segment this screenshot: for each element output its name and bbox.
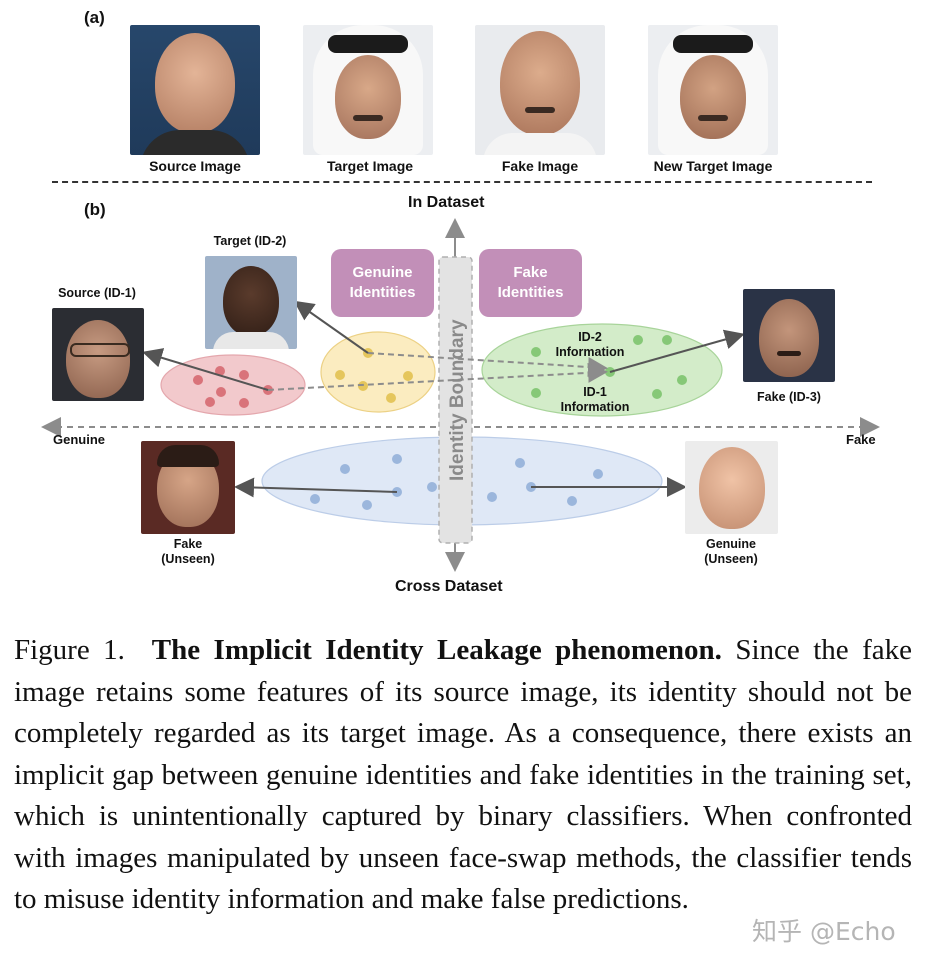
panel-b-letter: (b) bbox=[84, 200, 106, 219]
yellow-cluster bbox=[320, 331, 436, 413]
target-image-photo bbox=[303, 25, 433, 155]
source-image-photo bbox=[130, 25, 260, 155]
panel-separator bbox=[52, 181, 872, 183]
new-target-image-photo bbox=[648, 25, 778, 155]
watermark: 知乎 @Echo bbox=[752, 917, 896, 946]
source-id1-label: Source (ID-1) bbox=[58, 286, 136, 300]
arrow-to-source bbox=[142, 348, 269, 391]
id1-information-label: ID-1 Information bbox=[560, 385, 630, 414]
target-id2-photo bbox=[205, 256, 297, 349]
fake-unseen-label: Fake (Unseen) bbox=[161, 537, 215, 566]
target-id2-label: Target (ID-2) bbox=[213, 234, 287, 248]
genuine-unseen-label: Genuine (Unseen) bbox=[704, 537, 758, 566]
axis-left-label: Genuine bbox=[53, 432, 106, 447]
identity-boundary bbox=[438, 256, 473, 544]
axis-top-label: In Dataset bbox=[408, 194, 485, 211]
source-id1-photo bbox=[52, 308, 144, 401]
figure-1: (a) Source Image Target Image Fake Image… bbox=[41, 8, 880, 595]
fake-unseen-photo bbox=[141, 441, 235, 534]
genuine-unseen-photo bbox=[685, 441, 778, 534]
new-target-image-label: New Target Image bbox=[653, 158, 773, 174]
fake-id3-photo bbox=[743, 289, 835, 382]
source-image-label: Source Image bbox=[149, 158, 241, 174]
figure-caption: Figure 1. The Implicit Identity Leakage … bbox=[14, 630, 912, 921]
caption-prefix: Figure 1. bbox=[14, 634, 125, 666]
fake-id3-label: Fake (ID-3) bbox=[757, 390, 821, 404]
yellow-dots bbox=[335, 348, 413, 403]
red-cluster bbox=[160, 354, 306, 416]
caption-title: The Implicit Identity Leakage phenomenon… bbox=[151, 634, 722, 666]
fake-image-label: Fake Image bbox=[501, 158, 579, 174]
fake-identities-box: Fake Identities bbox=[479, 249, 582, 317]
identity-diagram bbox=[41, 218, 880, 572]
target-image-label: Target Image bbox=[326, 158, 414, 174]
id1-info-arrow bbox=[267, 362, 608, 391]
fake-image-photo bbox=[475, 25, 605, 155]
caption-body: Since the fake image retains some featur… bbox=[14, 634, 913, 915]
axis-right-label: Fake bbox=[846, 432, 876, 447]
arrow-to-target bbox=[293, 300, 369, 354]
arrow-to-fake-unseen bbox=[234, 477, 398, 498]
arrow-to-fake-id3 bbox=[609, 329, 745, 373]
axis-bottom-label: Cross Dataset bbox=[395, 578, 503, 595]
panel-a-letter: (a) bbox=[84, 8, 105, 27]
genuine-identities-box: Genuine Identities bbox=[331, 249, 434, 317]
identity-boundary-label: Identity Boundary bbox=[447, 319, 468, 481]
id2-information-label: ID-2 Information bbox=[555, 330, 625, 359]
